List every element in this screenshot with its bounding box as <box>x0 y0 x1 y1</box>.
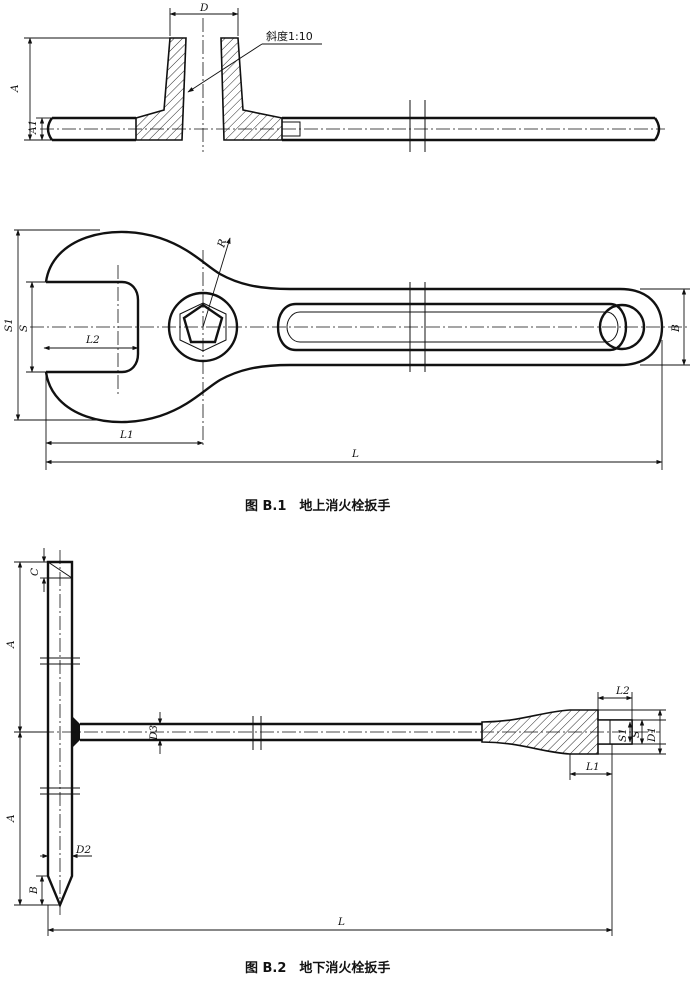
dim-D3-label: D3 <box>148 725 160 741</box>
dim-L1-label: L1 <box>119 429 134 441</box>
bore-left-edge <box>181 37 187 141</box>
fig1-side-view: D A A1 斜度1:10 <box>9 2 665 152</box>
dim-A-bottom-label: A <box>5 814 17 823</box>
dim-B-label: B <box>670 324 682 333</box>
slope-leader <box>187 43 263 93</box>
dim-D-label: D <box>199 2 209 14</box>
dim-L1b-label: L1 <box>585 761 600 773</box>
fig1-top-view: R S1 S L2 B L1 L <box>3 229 690 470</box>
dim-B2-label: B <box>28 886 40 895</box>
dim-A-label: A <box>9 84 21 93</box>
dim-A-top-label: A <box>5 640 17 649</box>
dim-R-label: R <box>215 238 229 250</box>
figure2-caption: 图 B.2 地下消火栓扳手 <box>245 960 390 976</box>
dim-L2-label: L2 <box>85 334 100 346</box>
dim-R-line <box>202 237 231 328</box>
figure1-caption: 图 B.1 地上消火栓扳手 <box>245 498 390 514</box>
dim-D2-label: D2 <box>75 844 91 856</box>
dim-S1b-label: S1 <box>617 728 629 742</box>
dim-Sb-label: S <box>630 731 642 738</box>
dim-S1-label: S1 <box>3 318 15 332</box>
jaw-opening <box>46 280 140 374</box>
dim-L-total-label: L <box>337 916 345 928</box>
slope-note: 斜度1:10 <box>266 29 313 43</box>
hub-section-right <box>220 37 283 141</box>
dim-A1-label: A1 <box>27 120 39 135</box>
dim-D1-label: D1 <box>646 727 658 743</box>
wrench-outline <box>44 230 664 424</box>
t-bar-top-chamfer <box>47 561 73 579</box>
dim-L-label: L <box>351 448 359 460</box>
t-bar-vertical <box>46 560 74 909</box>
dim-L2b-label: L2 <box>615 685 630 697</box>
handle-slot <box>276 302 628 352</box>
handle-bar <box>52 116 655 142</box>
dim-S-label: S <box>18 325 30 332</box>
bore-right-edge <box>220 37 225 141</box>
shaft <box>80 722 482 742</box>
dim-C-label: C <box>29 568 41 576</box>
fig2-view: C A A D3 D2 B L2 S1 S <box>5 548 666 936</box>
end-hole <box>598 303 646 351</box>
hub-section-left <box>135 37 187 141</box>
